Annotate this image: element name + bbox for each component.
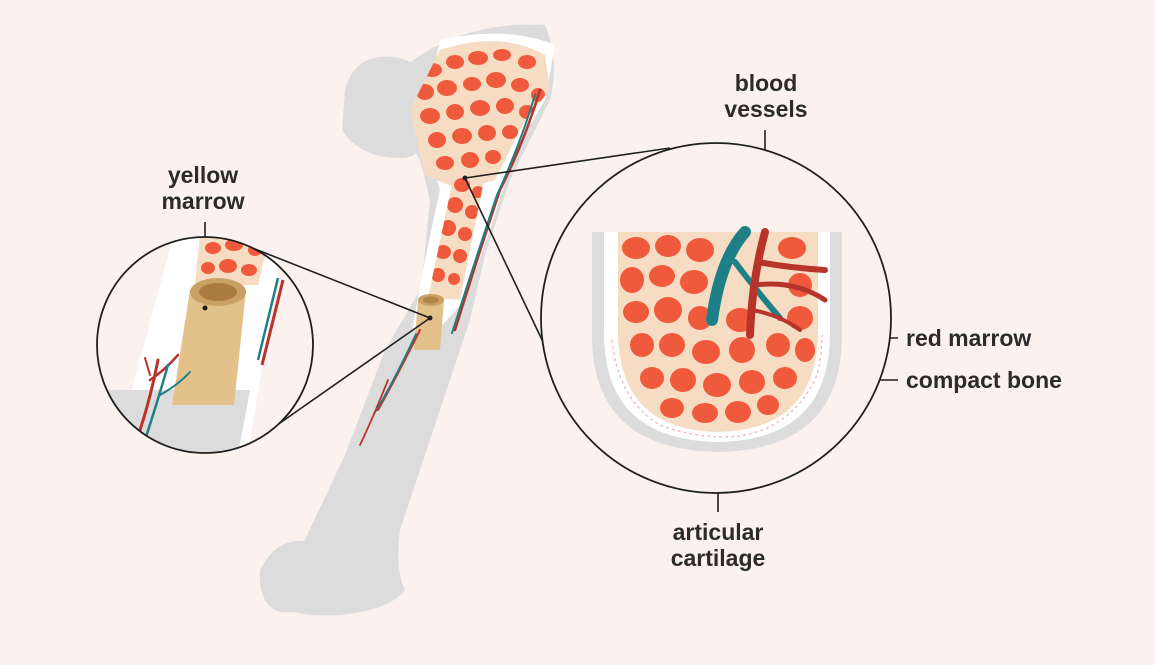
label-yellow-marrow-line1: yellow bbox=[161, 162, 244, 188]
label-yellow-marrow: yellow marrow bbox=[161, 162, 244, 214]
label-yellow-marrow-line2: marrow bbox=[161, 188, 244, 214]
label-red-marrow: red marrow bbox=[906, 325, 1031, 351]
label-blood-vessels-line2: vessels bbox=[724, 96, 807, 122]
bone-end-magnifier bbox=[541, 143, 891, 493]
label-articular-cartilage-line2: cartilage bbox=[671, 545, 766, 571]
yellow-marrow-magnifier bbox=[95, 230, 313, 470]
label-articular-cartilage: articular cartilage bbox=[671, 519, 766, 571]
label-blood-vessels: blood vessels bbox=[724, 70, 807, 122]
shaft-yellow-marrow bbox=[414, 294, 444, 350]
label-blood-vessels-line1: blood bbox=[724, 70, 807, 96]
label-articular-cartilage-line1: articular bbox=[671, 519, 766, 545]
label-compact-bone: compact bone bbox=[906, 367, 1062, 393]
